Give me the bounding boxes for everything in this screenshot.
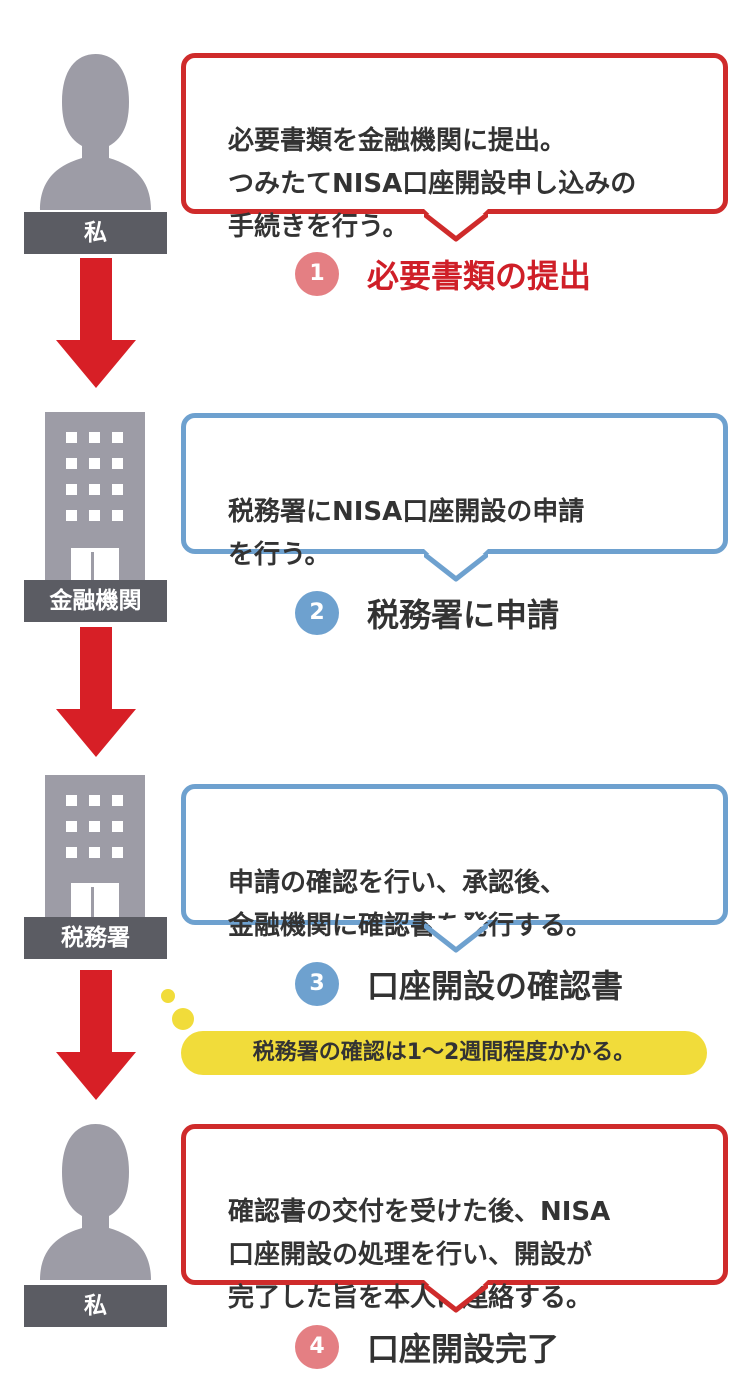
person-icon xyxy=(40,1124,151,1280)
step-3-title: 口座開設の確認書 xyxy=(367,967,624,1005)
step-3: 3 口座開設の確認書 xyxy=(295,962,623,1006)
step-4: 4 口座開設完了 xyxy=(295,1325,559,1369)
down-arrow-icon xyxy=(56,258,136,388)
actor-label-me: 私 xyxy=(24,212,167,254)
step-2-number: 2 xyxy=(295,591,339,635)
step-3-description: 申請の確認を行い、承認後、 金融機関に確認書を発行する。 xyxy=(228,868,593,941)
step-2-description: 税務署にNISA口座開設の申請 を行う。 xyxy=(228,497,585,570)
step-1-description: 必要書類を金融機関に提出。 つみたてNISA口座開設申し込みの 手続きを行う。 xyxy=(228,126,637,242)
step-4-description: 確認書の交付を受けた後、NISA 口座開設の処理を行い、開設が 完了した旨を本人… xyxy=(228,1197,611,1313)
step-1-title: 必要書類の提出 xyxy=(367,257,592,295)
step-1-number: 1 xyxy=(295,252,339,296)
step-3-number: 3 xyxy=(295,962,339,1006)
actor-label-me-final: 私 xyxy=(24,1285,167,1327)
step-4-bubble: 確認書の交付を受けた後、NISA 口座開設の処理を行い、開設が 完了した旨を本人… xyxy=(181,1124,728,1313)
step-4-number: 4 xyxy=(295,1325,339,1369)
down-arrow-icon xyxy=(56,970,136,1100)
person-icon xyxy=(40,54,151,210)
building-icon xyxy=(45,775,145,919)
step-2: 2 税務署に申請 xyxy=(295,591,559,635)
step-2-bubble-tail xyxy=(424,549,488,582)
actor-label-financial-institution: 金融機関 xyxy=(24,580,167,622)
step-4-bubble-tail xyxy=(424,1280,488,1313)
step-1-bubble-tail xyxy=(424,209,488,242)
actor-label-tax-office: 税務署 xyxy=(24,917,167,959)
building-icon xyxy=(45,412,145,584)
step-2-bubble: 税務署にNISA口座開設の申請 を行う。 xyxy=(181,413,728,570)
step-3-bubble-tail xyxy=(424,920,488,953)
thought-dot-small xyxy=(161,989,175,1003)
down-arrow-icon xyxy=(56,627,136,757)
step-1-bubble: 必要書類を金融機関に提出。 つみたてNISA口座開設申し込みの 手続きを行う。 xyxy=(181,53,728,242)
thought-dot-large xyxy=(172,1008,194,1030)
step-4-title: 口座開設完了 xyxy=(367,1330,560,1368)
duration-note: 税務署の確認は1〜2週間程度かかる。 xyxy=(181,1031,707,1075)
step-1: 1 必要書類の提出 xyxy=(295,252,591,296)
step-3-bubble: 申請の確認を行い、承認後、 金融機関に確認書を発行する。 xyxy=(181,784,728,941)
step-2-title: 税務署に申請 xyxy=(367,596,560,634)
